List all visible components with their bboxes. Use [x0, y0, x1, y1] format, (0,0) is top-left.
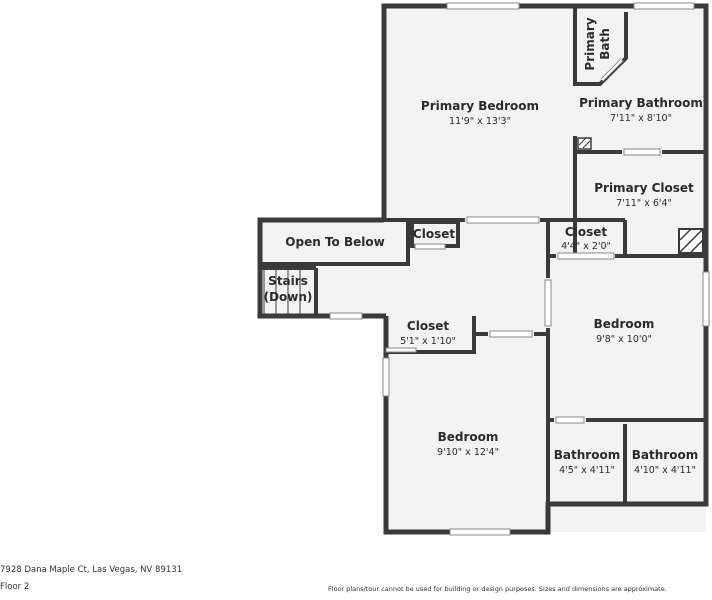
bathroom-b-dims: 4'10" x 4'11"	[634, 465, 696, 476]
closet-lower-dims: 5'1" x 1'10"	[400, 336, 456, 347]
room-labels: Primary Bedroom 11'9" x 13'3" Primary Ba…	[264, 17, 703, 476]
primary-bath-small-line2: Bath	[598, 28, 612, 60]
bath-door-inner	[601, 59, 623, 81]
bedroom-lower-name: Bedroom	[438, 430, 499, 444]
closet-right-dims: 4'4" x 2'0"	[561, 241, 611, 252]
primary-closet-dims: 7'11" x 6'4"	[616, 198, 672, 209]
bedroom-lower-dims: 9'10" x 12'4"	[437, 447, 499, 458]
bedroom-right-name: Bedroom	[594, 317, 655, 331]
closet-lower-name: Closet	[407, 319, 449, 333]
windows	[329, 2, 710, 536]
property-address: 7928 Dana Maple Ct, Las Vegas, NV 89131	[0, 565, 183, 575]
stair-treads	[263, 270, 301, 314]
closet-right-name: Closet	[565, 225, 607, 239]
interior-walls	[262, 6, 706, 504]
hatched-chase	[577, 137, 704, 254]
floor-label: Floor 2	[0, 582, 30, 592]
disclaimer-text: Floor plans/tour cannot be used for buil…	[328, 585, 667, 593]
closet-small-name: Closet	[413, 227, 455, 241]
bathroom-b-name: Bathroom	[632, 448, 698, 462]
primary-bedroom-dims: 11'9" x 13'3"	[449, 116, 511, 127]
bathroom-a-dims: 4'5" x 4'11"	[559, 465, 615, 476]
primary-bathroom-name: Primary Bathroom	[579, 96, 703, 110]
primary-closet-name: Primary Closet	[594, 181, 694, 195]
primary-bath-small-line1: Primary	[583, 17, 597, 70]
bedroom-right-dims: 9'8" x 10'0"	[596, 334, 652, 345]
stairs-line2: (Down)	[264, 290, 313, 304]
bathroom-a-name: Bathroom	[554, 448, 620, 462]
primary-bedroom-name: Primary Bedroom	[421, 99, 539, 113]
stairs-line1: Stairs	[268, 274, 308, 288]
open-to-below-name: Open To Below	[285, 235, 384, 249]
primary-bathroom-dims: 7'11" x 8'10"	[610, 113, 672, 124]
